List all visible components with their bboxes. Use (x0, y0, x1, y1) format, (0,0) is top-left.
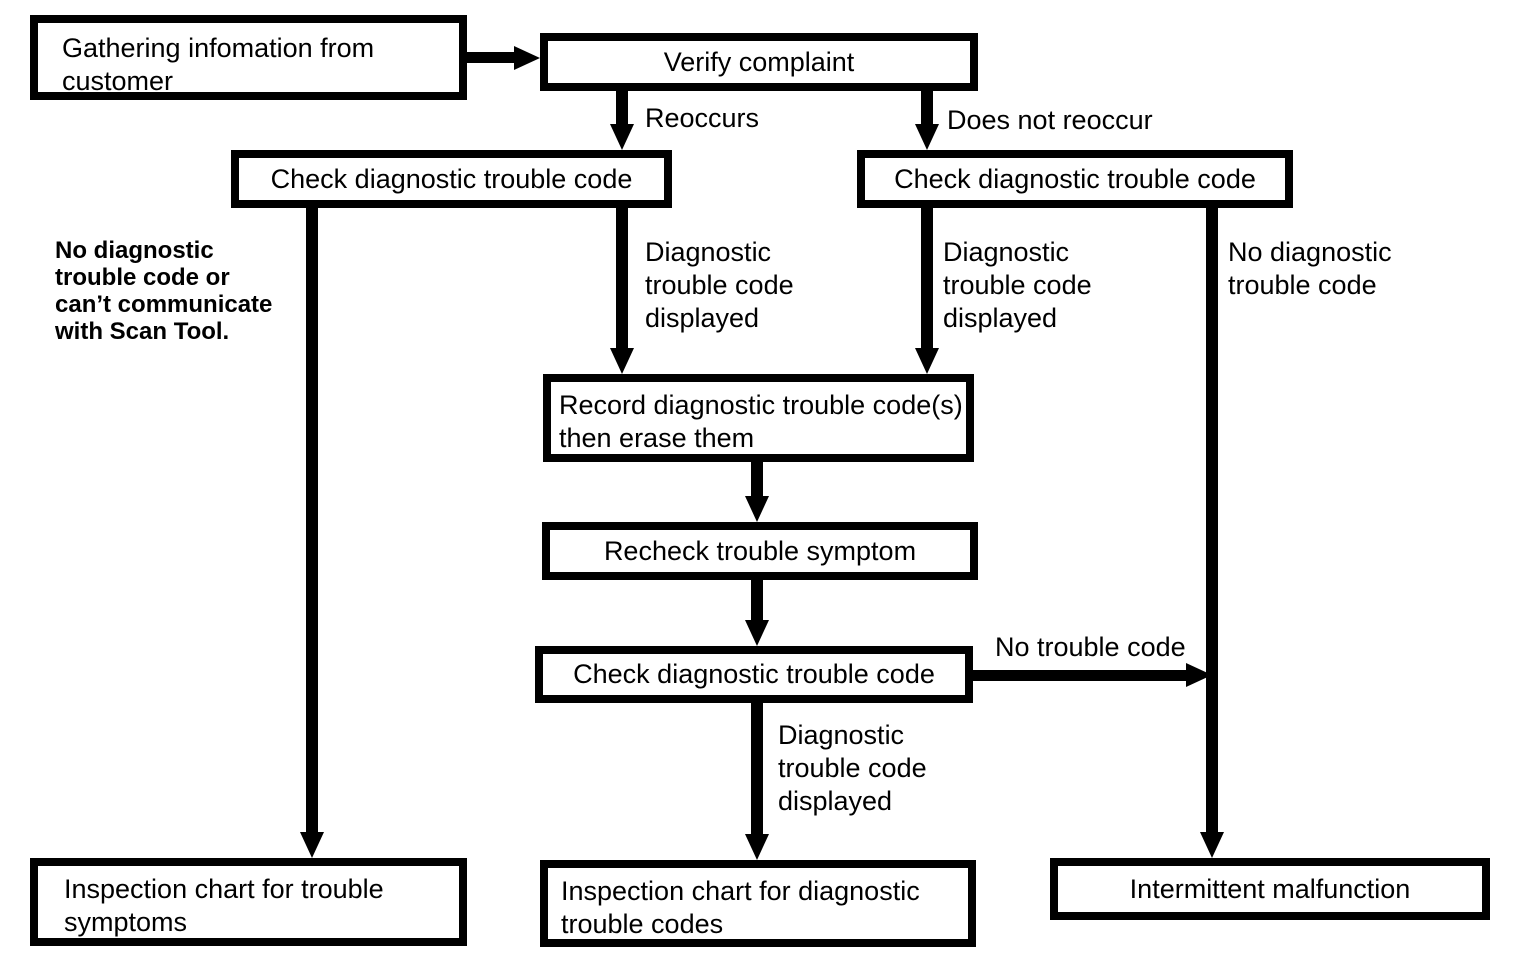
arrowhead-down-icon (745, 620, 769, 646)
node-inspection-chart-dtc: Inspection chart for diagnostic trouble … (540, 860, 976, 947)
arrow-verify-to-check-right (921, 91, 933, 126)
arrowhead-down-icon (915, 124, 939, 150)
arrow-check-center-to-intermittent-line (973, 670, 1188, 681)
label-does-not-reoccur: Does not reoccur (947, 105, 1153, 135)
node-recheck-trouble-symptom: Recheck trouble symptom (542, 522, 978, 580)
node-record-erase-dtc: Record diagnostic trouble code(s) then e… (543, 374, 974, 462)
arrowhead-down-icon (745, 496, 769, 522)
arrow-verify-to-check-left (616, 91, 628, 126)
node-gathering-information: Gathering infomation from customer (30, 15, 467, 100)
arrow-record-to-recheck (751, 462, 763, 498)
arrow-recheck-to-check-center (751, 580, 763, 622)
arrow-check-right-to-record (921, 208, 933, 348)
label-dtc-displayed-right: Diagnostic trouble code displayed (943, 237, 1092, 333)
arrowhead-down-icon (610, 348, 634, 374)
label-no-trouble-code: No trouble code (995, 632, 1186, 662)
label-no-dtc-or-no-scan-tool-communication: No diagnostic trouble code or can’t comm… (55, 237, 273, 345)
arrowhead-down-icon (610, 124, 634, 150)
arrow-check-left-to-record (616, 208, 628, 348)
label-no-dtc: No diagnostic trouble code (1228, 237, 1392, 300)
node-intermittent-malfunction: Intermittent malfunction (1050, 858, 1490, 920)
arrow-gathering-to-verify (467, 52, 517, 63)
arrowhead-down-icon (1200, 832, 1224, 858)
node-check-dtc-center: Check diagnostic trouble code (535, 646, 973, 703)
arrow-check-left-to-inspection-symptoms (306, 208, 318, 834)
arrow-check-center-to-inspection-codes (751, 703, 763, 836)
label-reoccurs: Reoccurs (645, 103, 760, 133)
arrowhead-right-icon (514, 46, 540, 70)
arrowhead-down-icon (915, 348, 939, 374)
node-verify-complaint: Verify complaint (540, 33, 978, 91)
arrowhead-down-icon (300, 832, 324, 858)
arrowhead-down-icon (745, 834, 769, 860)
label-dtc-displayed-left: Diagnostic trouble code displayed (645, 237, 794, 333)
arrowhead-right-icon (1186, 663, 1212, 687)
node-check-dtc-left: Check diagnostic trouble code (231, 150, 672, 208)
node-check-dtc-right: Check diagnostic trouble code (857, 150, 1293, 208)
label-dtc-displayed-bottom: Diagnostic trouble code displayed (778, 720, 927, 816)
node-inspection-chart-trouble-symptoms: Inspection chart for trouble symptoms (30, 858, 467, 946)
arrow-check-right-to-intermittent (1206, 208, 1218, 834)
